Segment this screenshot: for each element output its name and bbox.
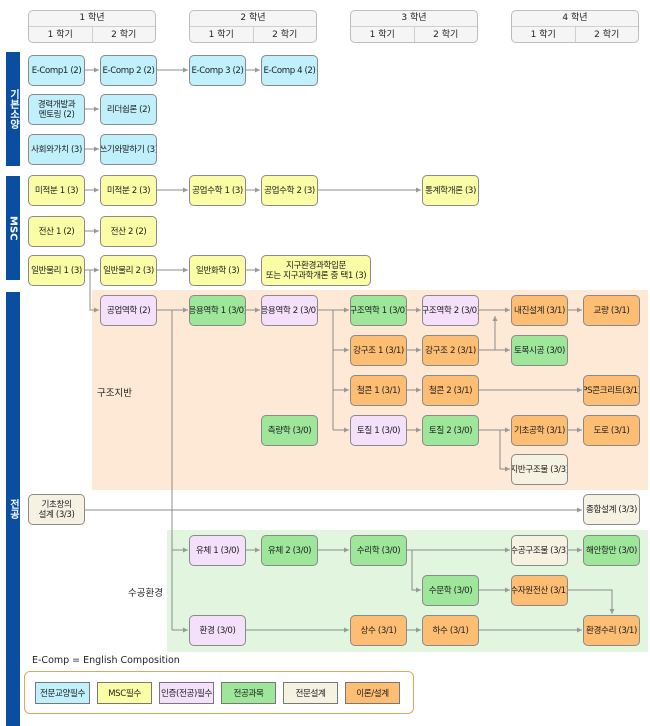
semester-label: 1 학기 (208, 30, 234, 40)
course-ecomp1[interactable]: E-Comp1 (2) (28, 55, 85, 86)
course-fluid2[interactable]: 유체 2 (3/0) (261, 535, 318, 566)
course-geostruct[interactable]: 지반구조물 (3/3) (511, 454, 568, 485)
course-construction[interactable]: 토목시공 (3/0) (511, 335, 568, 366)
course-engmath2[interactable]: 공업수학 2 (3) (261, 175, 318, 206)
legend-item-theory: 이론/설계 (345, 682, 400, 704)
year-header-2: 2 학년 1 학기 2 학기 (189, 10, 317, 43)
legend-item-design: 전문설계 (283, 682, 338, 704)
course-ecomp3[interactable]: E-Comp 3 (2) (189, 55, 246, 86)
legend-item-msc: MSC필수 (97, 682, 152, 704)
arrow (479, 316, 498, 351)
semester-label: 1 학기 (369, 30, 395, 40)
course-struct2[interactable]: 구조역학 2 (3/0) (422, 295, 479, 326)
course-steel2[interactable]: 강구조 2 (3/1) (422, 335, 479, 366)
course-psc[interactable]: PS콘크리트(3/1) (583, 375, 640, 406)
course-struct1[interactable]: 구조역학 1 (3/0) (350, 295, 407, 326)
course-soil1[interactable]: 토질 1 (3/0) (350, 415, 407, 446)
course-rc2[interactable]: 철콘 2 (3/1) (422, 375, 479, 406)
section-major: 전공 (6, 292, 20, 726)
course-phys2[interactable]: 일반물리 2 (3) (100, 255, 157, 286)
course-steel1[interactable]: 강구조 1 (3/1) (350, 335, 407, 366)
course-calc1[interactable]: 미적분 1 (3) (28, 175, 85, 206)
course-waterres[interactable]: 수자원전산 (3/1) (511, 575, 568, 606)
semester-label: 2 학기 (574, 27, 639, 42)
section-msc: MSC (6, 176, 20, 280)
arrow (568, 589, 615, 614)
course-comp2[interactable]: 전산 2 (2) (100, 216, 157, 247)
course-hydrology[interactable]: 수문학 (3/0) (422, 575, 479, 606)
course-appmech1[interactable]: 응용역학 1 (3/0) (189, 295, 246, 326)
year-label: 3 학년 (351, 11, 477, 27)
course-engmath1[interactable]: 공업수학 1 (3) (189, 175, 246, 206)
course-ecomp4[interactable]: E-Comp 4 (2) (261, 55, 318, 86)
course-appmech2[interactable]: 응용역학 2 (3/0) (261, 295, 318, 326)
course-env[interactable]: 환경 (3/0) (189, 615, 246, 646)
course-creative[interactable]: 기초창의 설계 (3/3) (28, 494, 85, 525)
section-label: MSC (7, 215, 19, 241)
course-capstone[interactable]: 종합설계 (3/3) (583, 494, 640, 525)
course-road[interactable]: 도로 (3/1) (583, 415, 640, 446)
year-header-3: 3 학년 1 학기 2 학기 (350, 10, 478, 43)
legend: 전문교양필수 MSC필수 인증(전공)필수 전공과목 전문설계 이론/설계 (24, 671, 414, 714)
abbreviation-note: E-Comp = English Composition (32, 655, 180, 666)
course-phys1[interactable]: 일반물리 1 (3) (28, 255, 85, 286)
semester-label: 2 학기 (413, 27, 478, 42)
course-earth[interactable]: 지구환경과학입문 또는 지구과학개론 중 택1 (3) (261, 255, 371, 286)
course-chem[interactable]: 일반화학 (3) (189, 255, 246, 286)
course-stats[interactable]: 통계학개론 (3) (422, 175, 479, 206)
arrow (89, 270, 99, 313)
legend-item-liberal: 전문교양필수 (35, 682, 90, 704)
section-label: 전공 (7, 499, 19, 519)
course-writing[interactable]: 쓰기와말하기 (3) (100, 134, 157, 165)
course-seismic[interactable]: 내진설계 (3/1) (511, 295, 568, 326)
section-liberal: 기본소양 (6, 52, 20, 166)
course-sewer[interactable]: 하수 (3/1) (422, 615, 479, 646)
legend-item-major: 전공과목 (221, 682, 276, 704)
course-envhyd[interactable]: 환경수리 (3/1) (583, 615, 640, 646)
year-label: 1 학년 (29, 11, 155, 27)
course-survey[interactable]: 측량학 (3/0) (261, 415, 318, 446)
year-label: 4 학년 (512, 11, 638, 27)
course-hydraulics[interactable]: 수리학 (3/0) (350, 535, 407, 566)
course-bridge[interactable]: 교량 (3/1) (583, 295, 640, 326)
course-ecomp2[interactable]: E-Comp 2 (2) (100, 55, 157, 86)
course-hydstruct[interactable]: 수공구조물 (3/3) (511, 535, 568, 566)
course-engmech[interactable]: 공업역학 (2) (100, 295, 157, 326)
course-society[interactable]: 사회와가치 (3) (28, 134, 85, 165)
course-soil2[interactable]: 토질 2 (3/0) (422, 415, 479, 446)
course-comp1[interactable]: 전산 1 (2) (28, 216, 85, 247)
course-calc2[interactable]: 미적분 2 (3) (100, 175, 157, 206)
course-leadership[interactable]: 리더쉽론 (2) (100, 94, 157, 125)
zone-label-structure: 구조지반 (97, 388, 132, 399)
course-fluid1[interactable]: 유체 1 (3/0) (189, 535, 246, 566)
course-rc1[interactable]: 철콘 1 (3/1) (350, 375, 407, 406)
semester-label: 2 학기 (91, 27, 156, 42)
arrow (411, 550, 421, 593)
legend-item-cert: 인증(전공)필수 (159, 682, 214, 704)
year-header-4: 4 학년 1 학기 2 학기 (511, 10, 639, 43)
year-header-1: 1 학년 1 학기 2 학기 (28, 10, 156, 43)
year-label: 2 학년 (190, 11, 316, 27)
zone-label-water-env: 수공환경 (128, 588, 163, 599)
arrow (499, 430, 510, 472)
course-coastal[interactable]: 해안항만 (3/0) (583, 535, 640, 566)
semester-label: 1 학기 (47, 30, 73, 40)
course-foundation[interactable]: 기초공학 (3/1) (511, 415, 568, 446)
semester-label: 2 학기 (252, 27, 317, 42)
section-label: 기본소양 (7, 89, 19, 129)
semester-label: 1 학기 (530, 30, 556, 40)
course-watersupply[interactable]: 상수 (3/1) (350, 615, 407, 646)
course-career[interactable]: 경력개발과 멘토링 (2) (28, 94, 85, 125)
